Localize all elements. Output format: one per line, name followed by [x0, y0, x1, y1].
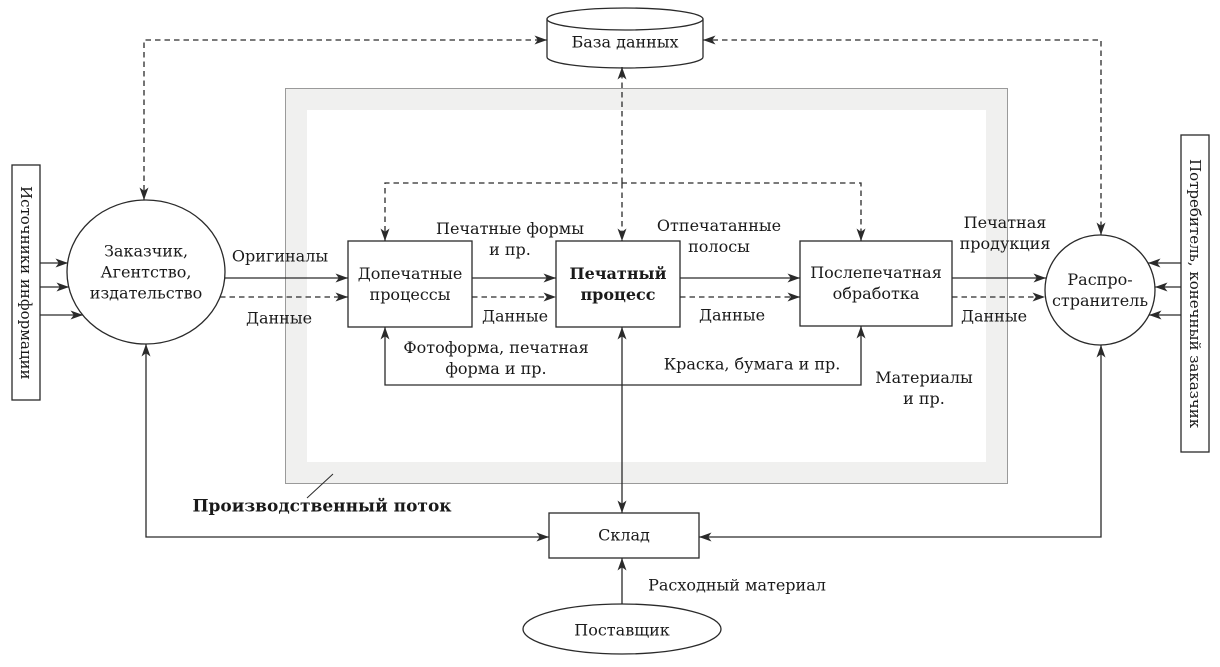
supplier-label: Поставщик: [574, 620, 670, 640]
solid-arrows: [40, 258, 1181, 604]
printing-forms-label: Печатные формы и пр.: [436, 219, 584, 259]
photoform-label: Фотоформа, печатная форма и пр.: [403, 338, 589, 378]
edge-distributor-warehouse: [699, 345, 1106, 542]
database-cylinder: [546, 7, 704, 69]
consumable-label: Расходный материал: [648, 575, 826, 595]
press-label: Печатный процесс: [569, 264, 667, 304]
edge-customer-database: [139, 35, 547, 200]
edge-database-distributor: [703, 35, 1106, 235]
ink-paper-label: Краска, бумага и пр.: [663, 354, 841, 374]
prepress-label: Допечатные процессы: [357, 264, 463, 304]
originals-label: Оригиналы: [231, 246, 329, 266]
materials-label: Материалы и пр.: [875, 368, 973, 408]
customer-label: Заказчик, Агентство, издательство: [89, 241, 203, 303]
postpress-label: Послепечатная обработка: [810, 263, 942, 303]
production-flow-label: Производственный поток: [192, 496, 452, 517]
data-label-mid2: Данные: [698, 305, 766, 325]
consumer-box: [1180, 134, 1210, 453]
edge-customer-warehouse: [141, 344, 549, 542]
database-label: База данных: [571, 32, 679, 52]
edge-materials-line: [380, 326, 866, 386]
printed-sheets-label: Отпечатанные полосы: [656, 216, 782, 256]
data-label-mid1: Данные: [481, 306, 549, 326]
postpress-box: [799, 240, 953, 327]
production-flow-tick: [306, 473, 334, 499]
consumer-label: Потребитель, конечный заказчик: [1186, 158, 1204, 429]
data-label-left: Данные: [245, 308, 313, 328]
edge-data-feedback: [380, 182, 866, 241]
distributor-label: Распро- странитель: [1051, 270, 1149, 310]
dashed-arrows: [139, 35, 1106, 302]
print-production-label: Печатная продукция: [959, 213, 1051, 253]
warehouse-label: Склад: [598, 525, 650, 545]
sources-label: Источники информации: [17, 185, 35, 380]
sources-box: [11, 164, 41, 401]
warehouse-box: [548, 512, 700, 559]
data-label-right: Данные: [960, 306, 1028, 326]
